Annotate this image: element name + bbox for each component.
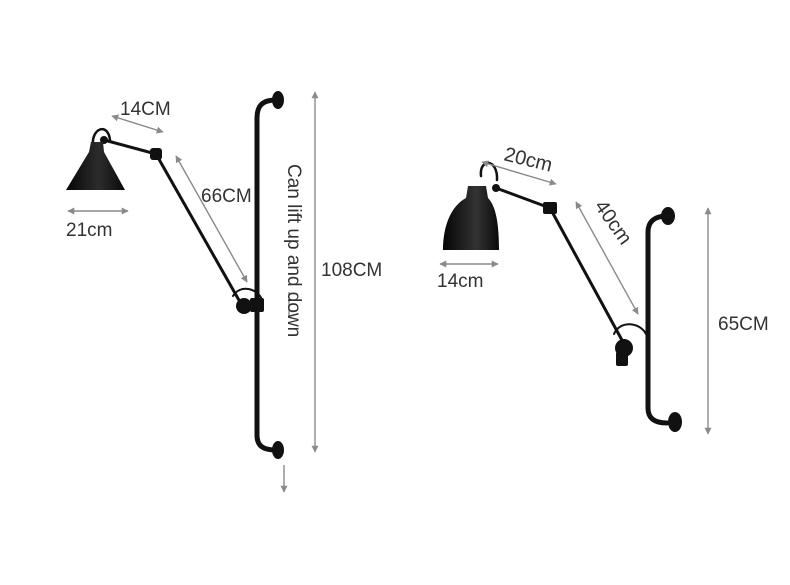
left-short-arm-label: 14CM — [120, 99, 171, 120]
right-shade-width-label: 14cm — [437, 271, 483, 292]
left-lamp-shade — [66, 127, 125, 190]
left-long-arm-dimension-line — [175, 155, 248, 283]
right-total-height-label: 65CM — [718, 314, 769, 335]
right-short-arm-label: 20cm — [502, 144, 555, 177]
right-wall-rail — [645, 207, 682, 432]
right-lamp-shade — [443, 161, 499, 250]
lift-note: Can lift up and down — [283, 164, 304, 337]
right-lamp: 20cm 40cm 14cm 65CM — [437, 144, 769, 435]
left-total-height-label: 108CM — [321, 260, 382, 281]
right-short-arm — [492, 184, 552, 210]
left-shade-width-label: 21cm — [66, 220, 112, 241]
left-short-arm-dimension-line — [111, 114, 164, 134]
right-long-arm — [543, 202, 647, 366]
left-long-arm — [150, 148, 264, 314]
left-wall-rail — [254, 91, 284, 459]
left-short-arm — [100, 136, 158, 156]
right-long-arm-dimension-line — [575, 201, 639, 315]
right-short-arm-dimension-line — [481, 160, 557, 186]
left-long-arm-label: 66CM — [201, 186, 252, 207]
left-lamp: 14CM 66CM 21cm 108CM Can lift up and dow… — [66, 91, 382, 493]
